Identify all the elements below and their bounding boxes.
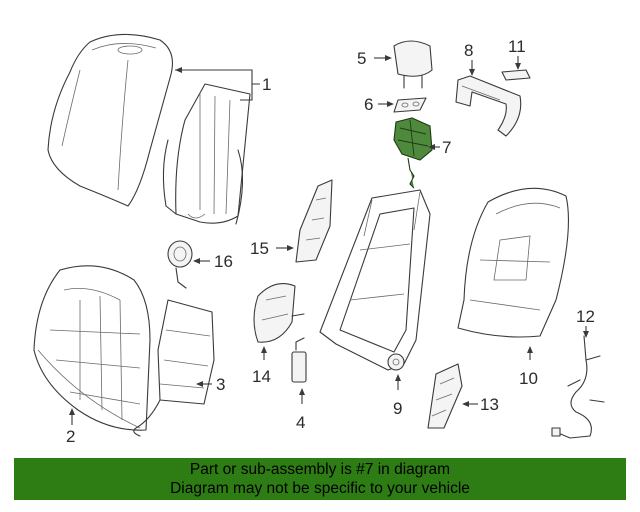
callout-2-label: 2 [66,427,75,446]
callout-11-label: 11 [508,37,526,56]
callout-14: 14 [252,346,271,386]
callout-6-label: 6 [364,95,373,114]
trim-bracket-part [455,75,522,137]
wiring-harness-part [551,335,605,439]
info-banner: Part or sub-assembly is #7 in diagram Di… [14,458,626,500]
callout-11: 11 [508,37,526,70]
callout-8: 8 [464,41,475,76]
banner-line-1: Part or sub-assembly is #7 in diagram [189,461,451,478]
callout-9: 9 [393,374,402,418]
clip-part [501,69,531,81]
callout-1: 1 [175,67,271,101]
seatback-frame-part [319,189,431,371]
callout-7: 7 [428,138,451,157]
lumbar-motor-part [167,240,193,289]
callout-16-label: 16 [214,252,233,271]
callout-6: 6 [364,95,394,114]
seatback-cover-part [47,33,251,225]
callout-10-label: 10 [519,369,538,388]
callout-1-label: 1 [262,75,271,94]
highlighted-part-7 [393,117,433,189]
callout-5-label: 5 [357,49,366,68]
headrest-part [393,40,433,89]
callout-9-label: 9 [393,399,402,418]
callout-8-label: 8 [464,41,473,60]
callout-7-label: 7 [442,138,451,157]
callout-13-label: 13 [480,395,499,414]
callout-14-label: 14 [252,367,271,386]
rear-panel-part [457,187,569,338]
airbag-module-part [253,283,305,343]
callout-3-label: 3 [216,375,225,394]
heater-pad-part [133,299,215,437]
callout-13: 13 [462,395,499,414]
callout-16: 16 [193,252,233,271]
sensor-part [291,337,307,383]
side-trim-panel-part [427,363,463,429]
banner-line-2: Diagram may not be specific to your vehi… [170,480,470,497]
callout-4-label: 4 [296,413,305,432]
callout-12-label: 12 [576,307,595,326]
callout-4: 4 [296,388,305,432]
callout-10: 10 [519,346,538,388]
callout-3: 3 [196,375,225,394]
callout-15: 15 [250,239,294,258]
headrest-guide-part [393,97,427,113]
callout-15-label: 15 [250,239,269,258]
cushion-cover-part [33,265,151,431]
side-bolster-part [295,179,333,263]
callout-2: 2 [66,408,75,446]
callout-5: 5 [357,49,392,68]
callout-12: 12 [576,307,595,338]
